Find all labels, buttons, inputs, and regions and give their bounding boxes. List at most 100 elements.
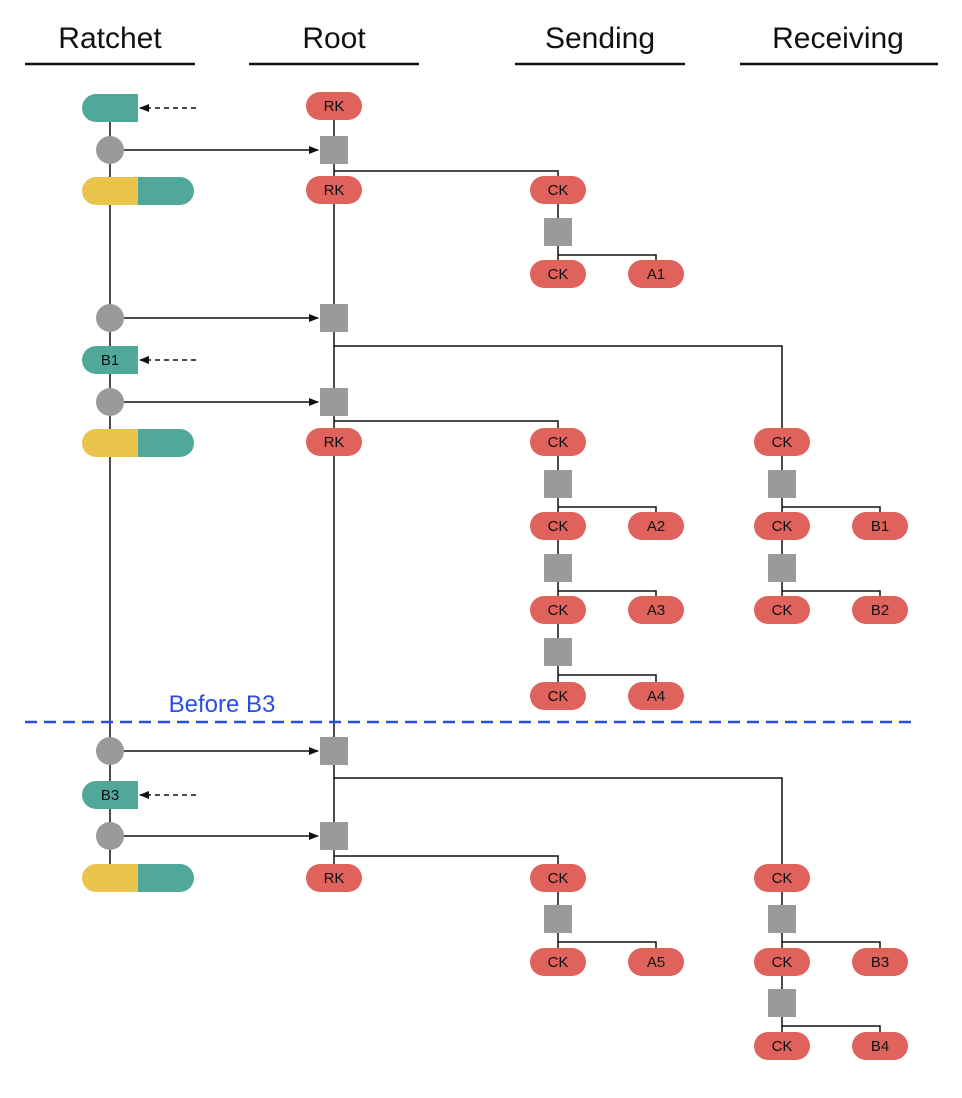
ratchet-key-pair (82, 177, 194, 205)
sending-kdf-square (544, 638, 572, 666)
kdf-squares (320, 136, 796, 1017)
ratchet-key-pair (82, 429, 194, 457)
header-ratchet: Ratchet (58, 22, 162, 55)
chain-key-pill (754, 512, 810, 540)
message-key-pill-b4 (852, 1032, 908, 1060)
chain-key-pill (530, 428, 586, 456)
divider-label: Before B3 (169, 691, 276, 718)
root-key-pill (306, 92, 362, 120)
message-key-label-a1: A1 (647, 266, 665, 283)
message-key-pill-b2 (852, 596, 908, 624)
chain-key-pill (754, 948, 810, 976)
message-key-label-a4: A4 (647, 688, 665, 705)
incoming-key-label-b3: B3 (101, 787, 119, 804)
receiving-chain: CK CK B1 CK B2 CK CK B3 CK B4 (754, 428, 908, 1060)
dh-step-circle (96, 737, 124, 765)
root-kdf-square (320, 388, 348, 416)
chain-key-label: CK (772, 602, 793, 619)
ratchet-key-pair (82, 864, 194, 892)
chain-key-label: CK (548, 602, 569, 619)
message-key-label-b3: B3 (871, 954, 889, 971)
public-key-half (138, 864, 194, 892)
incoming-public-key-tag-b3 (82, 781, 138, 809)
root-kdf-square (320, 304, 348, 332)
chain-key-label: CK (772, 434, 793, 451)
sending-kdf-square (544, 554, 572, 582)
chain-key-label: CK (772, 870, 793, 887)
receiving-kdf-square (768, 470, 796, 498)
ratchet-column: B1 B3 (82, 94, 194, 892)
root-to-receiving-branch-2 (334, 777, 783, 878)
message-key-label-b4: B4 (871, 1038, 889, 1055)
root-key-label: RK (324, 434, 345, 451)
chain-key-pill (754, 1032, 810, 1060)
chain-key-label: CK (772, 1038, 793, 1055)
chain-key-label: CK (548, 182, 569, 199)
root-kdf-square (320, 822, 348, 850)
dh-step-circle (96, 822, 124, 850)
chain-key-pill (754, 596, 810, 624)
chain-key-label: CK (548, 870, 569, 887)
message-key-pill-b1 (852, 512, 908, 540)
message-key-pill-a1 (628, 260, 684, 288)
message-key-label-b2: B2 (871, 602, 889, 619)
root-to-sending-branch-2 (334, 420, 559, 442)
chain-key-pill (530, 948, 586, 976)
header-sending: Sending (545, 22, 655, 55)
root-kdf-square (320, 737, 348, 765)
header-root: Root (302, 22, 366, 55)
chain-key-pill (530, 260, 586, 288)
ratchet-to-root-arrows (124, 146, 319, 840)
receiving-kdf-square (768, 554, 796, 582)
chain-key-pill (530, 864, 586, 892)
dh-step-circle (96, 304, 124, 332)
private-key-half (82, 429, 138, 457)
root-to-receiving-branch-1 (334, 345, 783, 442)
incoming-public-key-tag (82, 94, 138, 122)
message-key-label-a2: A2 (647, 518, 665, 535)
incoming-public-key-tag-b1 (82, 346, 138, 374)
private-key-half (82, 864, 138, 892)
sending-kdf-square (544, 218, 572, 246)
message-key-pill-b3 (852, 948, 908, 976)
root-kdf-square (320, 136, 348, 164)
connector-lines (109, 106, 881, 1046)
public-key-half (138, 177, 194, 205)
incoming-key-arrows (139, 104, 196, 799)
root-to-sending-branch-3 (334, 855, 559, 878)
chain-key-label: CK (548, 266, 569, 283)
chain-key-label: CK (548, 954, 569, 971)
message-key-pill-a2 (628, 512, 684, 540)
chain-key-pill (530, 596, 586, 624)
root-key-label: RK (324, 182, 345, 199)
sending-chain: CK CK A1 CK CK A2 CK A3 CK A4 CK CK A5 (530, 176, 684, 976)
message-key-label-b1: B1 (871, 518, 889, 535)
chain-key-pill (530, 682, 586, 710)
chain-key-label: CK (548, 688, 569, 705)
receiving-kdf-square (768, 989, 796, 1017)
public-key-half (138, 429, 194, 457)
chain-key-label: CK (548, 434, 569, 451)
before-b3-divider: Before B3 (25, 691, 912, 724)
root-keys: RK RK RK RK (306, 92, 362, 892)
root-key-label: RK (324, 98, 345, 115)
chain-key-pill (530, 176, 586, 204)
dh-step-circle (96, 136, 124, 164)
private-key-half (82, 177, 138, 205)
sending-kdf-square (544, 905, 572, 933)
receiving-kdf-square (768, 905, 796, 933)
root-key-pill (306, 176, 362, 204)
chain-key-label: CK (772, 518, 793, 535)
message-key-label-a5: A5 (647, 954, 665, 971)
message-key-pill-a4 (628, 682, 684, 710)
header-receiving: Receiving (772, 22, 904, 55)
sending-kdf-square (544, 470, 572, 498)
incoming-key-label-b1: B1 (101, 352, 119, 369)
chain-key-pill (754, 864, 810, 892)
column-headers: Ratchet Root Sending Receiving (25, 22, 938, 66)
chain-key-label: CK (548, 518, 569, 535)
dh-step-circle (96, 388, 124, 416)
message-key-pill-a5 (628, 948, 684, 976)
root-key-pill (306, 428, 362, 456)
